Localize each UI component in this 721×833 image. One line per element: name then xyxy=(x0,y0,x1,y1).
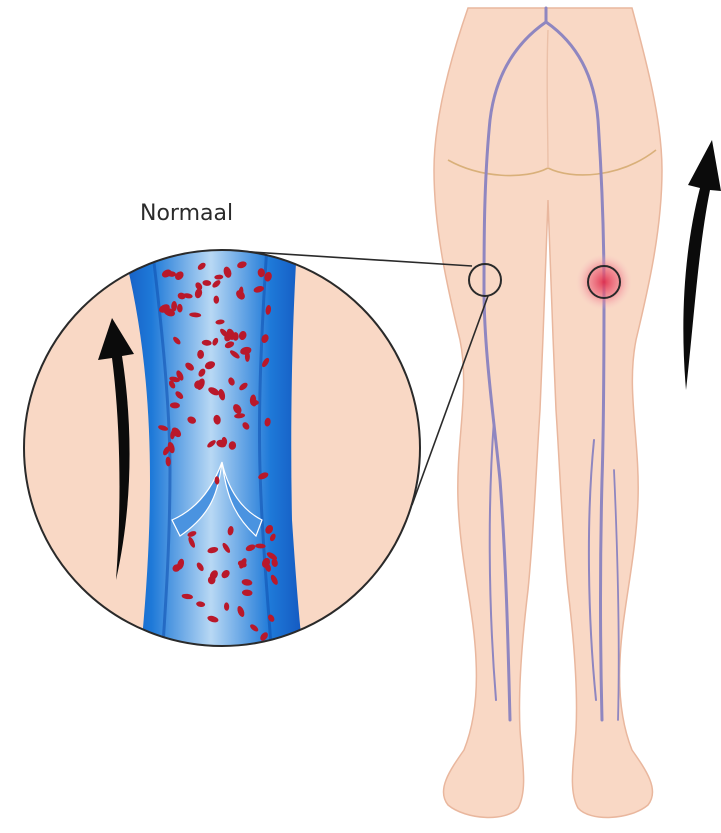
magnified-vein-view xyxy=(24,230,420,660)
normal-label: Normaal xyxy=(140,201,233,226)
clot-glow xyxy=(576,254,632,310)
legs-illustration xyxy=(434,8,662,817)
blood-cell xyxy=(206,237,217,244)
buttock-center xyxy=(547,30,548,168)
arrow-up-icon xyxy=(683,140,721,390)
